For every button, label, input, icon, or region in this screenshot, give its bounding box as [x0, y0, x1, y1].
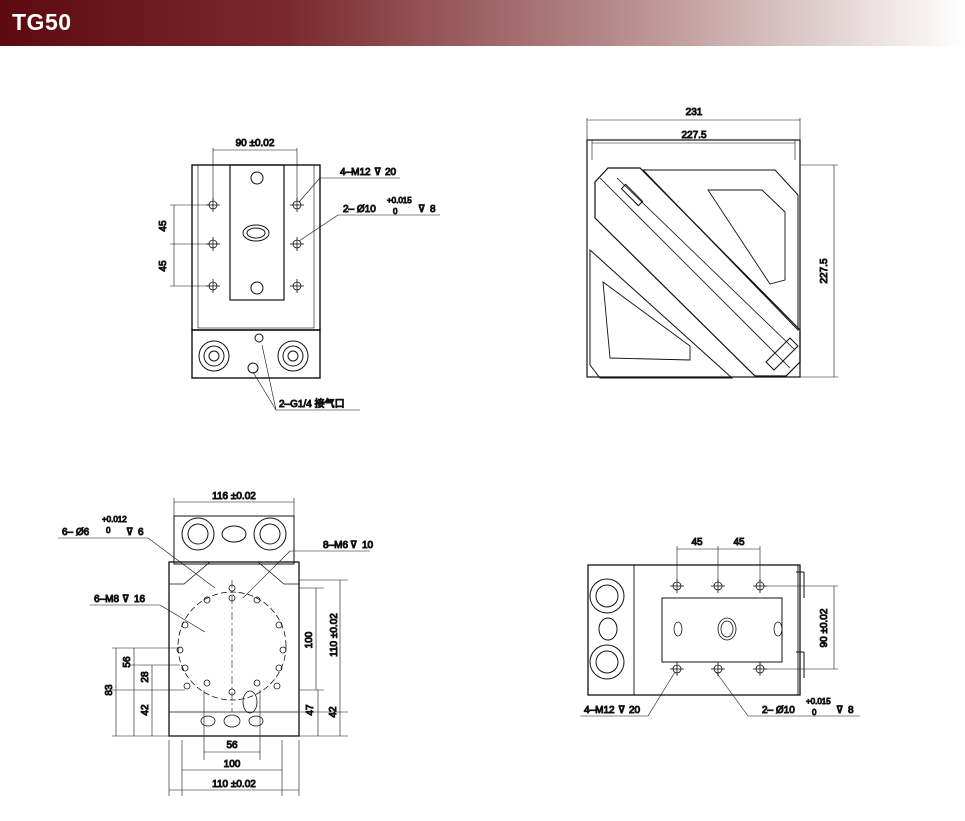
dim-47-vertical: 47	[305, 704, 316, 716]
view-top-right: 231 227.5 227.5	[586, 107, 838, 379]
callout-d10: 2– Ø10	[762, 705, 795, 716]
dim-100-vertical: 100	[304, 631, 315, 648]
dim-227-5-horizontal: 227.5	[681, 130, 706, 141]
callout-d6-tol-lower: 0	[106, 526, 111, 535]
callout-air-port: 2–G1/4 接气口	[279, 397, 345, 410]
view-bottom-left: 116 ±0.02 100 110 ±0.02 56 28 83 42 47 4…	[58, 491, 374, 796]
dim-83-vertical: 83	[104, 684, 115, 696]
callout-d6-depth: 6	[138, 527, 144, 538]
callout-d10: 2– Ø10	[343, 204, 376, 215]
callout-d10-tol-upper: +0.015	[806, 697, 831, 706]
dim-116: 116 ±0.02	[212, 491, 256, 502]
callout-d10-tol-upper: +0.015	[387, 196, 412, 205]
callout-m6-depth: 10	[362, 540, 374, 551]
dim-110-vertical: 110 ±0.02	[329, 613, 340, 657]
dim-45-b: 45	[158, 260, 169, 272]
callout-m12-depth: 20	[385, 167, 397, 178]
callout-d10-depth-symbol: ⊽	[418, 204, 425, 215]
callout-d6-depth-symbol: ⊽	[126, 527, 133, 538]
dim-56-vertical: 56	[122, 656, 133, 668]
dim-45-a: 45	[691, 537, 703, 548]
callout-m12: 4–M12	[340, 167, 371, 178]
callout-d10-tol-lower: 0	[812, 708, 817, 717]
callout-d10-depth-symbol: ⊽	[836, 705, 843, 716]
dim-45-a: 45	[158, 220, 169, 232]
dim-42-vertical-right: 42	[328, 706, 339, 718]
callout-m6-depth-symbol: ⊽	[350, 540, 357, 551]
callout-m8-depth-symbol: ⊽	[122, 594, 129, 605]
dim-90: 90 ±0.02	[236, 138, 275, 149]
view-bottom-right: 45 45 90 ±0.02 4–M12 ⊽ 20 2– Ø10 +0.015 …	[580, 537, 860, 718]
view-top-left: 90 ±0.02 45 45 4–M12 ⊽ 20 2– Ø10 +0.015 …	[158, 138, 440, 411]
dim-227-5-vertical: 227.5	[819, 258, 830, 283]
callout-m12-depth: 20	[629, 705, 641, 716]
callout-d10-depth: 8	[430, 204, 436, 215]
callout-d10-tol-lower: 0	[393, 207, 398, 216]
callout-d6: 6– Ø6	[62, 527, 90, 538]
page-title: TG50	[12, 9, 72, 35]
callout-m6: 8–M6	[323, 540, 348, 551]
callout-m12-depth-symbol: ⊽	[618, 705, 625, 716]
callout-m12: 4–M12	[584, 705, 615, 716]
dim-28-vertical: 28	[140, 671, 151, 683]
dim-231: 231	[686, 107, 703, 118]
dim-56-horizontal: 56	[226, 740, 238, 751]
dim-42-vertical-left: 42	[140, 704, 151, 716]
callout-m12-depth-symbol: ⊽	[374, 167, 381, 178]
callout-d10-depth: 8	[848, 705, 854, 716]
callout-d6-tol-upper: +0.012	[102, 515, 127, 524]
callout-m8: 6–M8	[94, 594, 119, 605]
dim-100-horizontal: 100	[224, 759, 241, 770]
dim-110-horizontal: 110 ±0.02	[212, 779, 256, 790]
dim-45-b: 45	[733, 537, 745, 548]
title-banner: TG50	[0, 0, 965, 46]
callout-m8-depth: 16	[134, 594, 146, 605]
dim-90-vertical: 90 ±0.02	[819, 608, 830, 647]
